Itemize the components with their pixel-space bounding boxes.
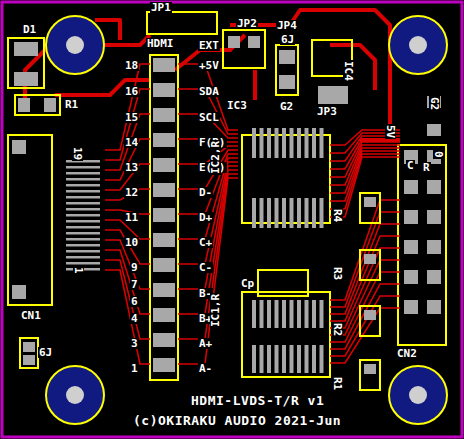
part-name: IC2,R bbox=[210, 140, 221, 175]
cn1-pins bbox=[12, 140, 100, 299]
cn2-outline bbox=[398, 145, 446, 345]
part-name: IC1,R bbox=[210, 293, 221, 328]
pin-number: 1 bbox=[130, 363, 139, 374]
signal-name: D+ bbox=[198, 212, 213, 223]
part-name: D1 bbox=[22, 24, 37, 35]
pin-number: 18 bbox=[124, 60, 139, 71]
pin-number: 3 bbox=[130, 338, 139, 349]
net-label: HDMI bbox=[146, 38, 175, 49]
part-name: R3 bbox=[332, 266, 343, 281]
net-label: G2 bbox=[279, 101, 294, 112]
pin-number: 19 bbox=[72, 146, 83, 161]
pin-number: 11 bbox=[124, 212, 139, 223]
pin-number: 14 bbox=[124, 137, 139, 148]
header-outline bbox=[150, 55, 178, 380]
net-label: C bbox=[406, 160, 415, 171]
part-name: R1 bbox=[64, 99, 79, 110]
r1-outline bbox=[15, 95, 60, 115]
part-name: IC4 bbox=[343, 60, 354, 82]
pin-number: 1 bbox=[73, 266, 84, 275]
net-label: EXT bbox=[198, 40, 220, 51]
net-label: 6J bbox=[280, 34, 295, 45]
part-name: R2 bbox=[332, 322, 343, 337]
signal-name: D- bbox=[198, 187, 213, 198]
signal-name: A+ bbox=[198, 338, 213, 349]
part-name: JP1 bbox=[150, 2, 172, 13]
jp4-outline bbox=[276, 45, 298, 95]
pin-number: 12 bbox=[124, 187, 139, 198]
bus-traces bbox=[105, 64, 400, 364]
part-name: Cp bbox=[240, 278, 255, 289]
part-name: CN2 bbox=[396, 348, 418, 359]
copyright-caption: (c)OKIRAKU AUDIO 2021-Jun bbox=[132, 414, 342, 427]
cn1-outline bbox=[8, 135, 52, 305]
signal-name: C+ bbox=[198, 237, 213, 248]
part-name: CN1 bbox=[20, 310, 42, 321]
signal-name: SDA bbox=[198, 86, 220, 97]
net-label: 0 bbox=[433, 150, 444, 159]
part-name: R4 bbox=[332, 208, 343, 223]
pin-number: 7 bbox=[130, 279, 139, 290]
copper-traces bbox=[25, 10, 400, 140]
part-name: IC3 bbox=[226, 100, 248, 111]
net-label: 6J bbox=[38, 347, 53, 358]
d1-outline bbox=[8, 38, 44, 88]
pin-number: 9 bbox=[130, 262, 139, 273]
net-label: R bbox=[422, 162, 431, 173]
jp1-outline bbox=[147, 12, 217, 34]
signal-name: +5V bbox=[198, 60, 220, 71]
part-name: JP2 bbox=[236, 18, 258, 29]
part-name: R1 bbox=[332, 376, 343, 391]
pin-number: 4 bbox=[130, 313, 139, 324]
signal-name: C- bbox=[198, 262, 213, 273]
pin-number: 15 bbox=[124, 112, 139, 123]
mounting-holes bbox=[46, 16, 447, 424]
cn2-pins bbox=[404, 150, 441, 314]
ic1-outline bbox=[242, 292, 330, 377]
ic-pins bbox=[252, 128, 324, 373]
pin-number: 10 bbox=[124, 237, 139, 248]
pin-number: 6 bbox=[130, 296, 139, 307]
signal-name: A- bbox=[198, 363, 213, 374]
6j-outline bbox=[20, 338, 38, 368]
part-name: JP3 bbox=[316, 106, 338, 117]
board-title: HDMI-LVDS-T/R v1 bbox=[190, 394, 325, 407]
net-label: G2 bbox=[429, 96, 440, 111]
part-name: JP4 bbox=[276, 20, 298, 31]
jp2-outline bbox=[223, 30, 265, 68]
cp-outline bbox=[258, 270, 308, 296]
pin-number: 13 bbox=[124, 162, 139, 173]
signal-name: SCL bbox=[198, 112, 220, 123]
resistor-pads bbox=[360, 193, 380, 390]
header-pins bbox=[153, 58, 175, 372]
pin-number: 16 bbox=[124, 86, 139, 97]
pads bbox=[14, 36, 441, 365]
net-label: 5V bbox=[385, 124, 396, 139]
